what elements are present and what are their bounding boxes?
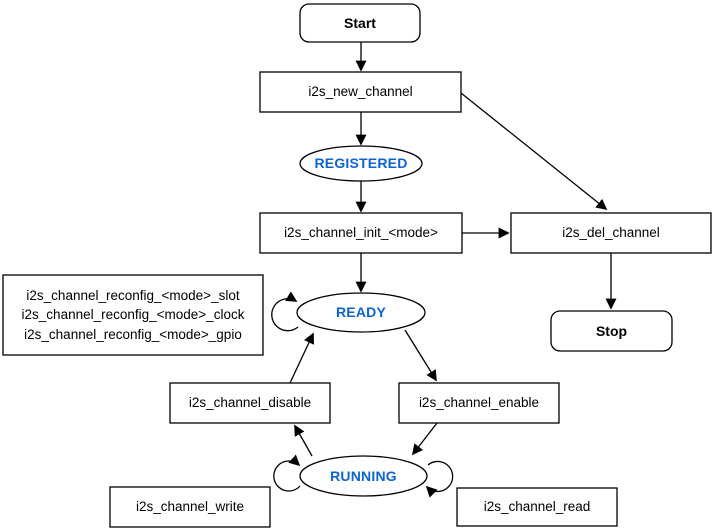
stop-node-label: Stop [595,322,628,339]
edge-disable-to-ready [289,332,315,384]
reconfig-node-label: i2s_channel_reconfig_<mode>_slot i2s_cha… [3,275,263,355]
reconfig-node-shape [2,274,264,356]
reconfig-line-clock: i2s_channel_reconfig_<mode>_clock [21,307,245,323]
del-channel-node-label: i2s_del_channel [562,225,660,241]
enable-node-label: i2s_channel_enable [418,395,540,411]
read-node-label: i2s_channel_read [483,499,591,515]
enable-node-shape [398,382,560,424]
running-state-shape [299,455,428,497]
registered-state-label: REGISTERED [314,155,408,172]
init-node-label: i2s_channel_init_<mode> [284,225,438,241]
write-node-label: i2s_channel_write [135,499,245,515]
reconfig-line-slot: i2s_channel_reconfig_<mode>_slot [26,287,240,303]
edge-ready-to-enable [404,329,437,382]
disable-node-label: i2s_channel_disable [188,395,312,411]
edge-enable-to-running [411,422,438,456]
edge-new-channel-to-del-channel [460,92,608,211]
edge-running-to-disable [294,424,313,457]
running-right-self-loop-arrow [425,460,454,498]
ready-self-loop-arrow [271,291,299,332]
running-state-label: RUNNING [330,467,397,484]
disable-node-shape [169,382,331,424]
ready-state-shape [296,292,426,333]
new-channel-node-label: i2s_new_channel [308,84,413,100]
reconfig-line-gpio: i2s_channel_reconfig_<mode>_gpio [24,326,242,342]
start-node-shape [299,3,421,43]
start-node-label: Start [344,14,376,31]
running-left-self-loop-arrow [273,454,301,492]
write-node-shape [109,486,271,528]
read-node-shape [456,487,618,527]
ready-state-label: READY [335,304,386,321]
stop-node-shape [550,310,673,352]
